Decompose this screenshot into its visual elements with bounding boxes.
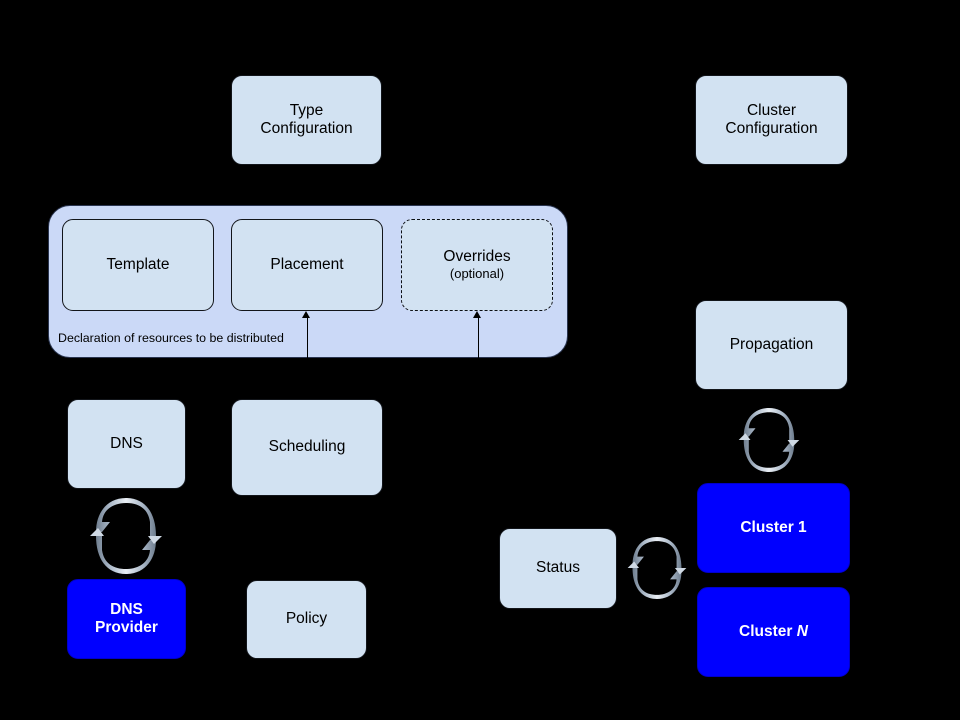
node-type-configuration-line2: Configuration <box>260 120 353 137</box>
node-cluster-n-text: Cluster N <box>739 623 808 641</box>
sync-arrows-icon-dns <box>88 492 164 580</box>
node-cluster-n-prefix: Cluster <box>739 622 797 640</box>
node-dns-label: DNS <box>110 434 143 452</box>
node-overrides-label: Overrides <box>443 248 511 266</box>
node-overrides-text: Overrides (optional) <box>443 248 510 282</box>
node-policy[interactable]: Policy <box>246 580 367 659</box>
node-policy-label: Policy <box>285 610 328 628</box>
connector-typeconfig-to-placement <box>306 167 307 218</box>
node-cluster-n-suffix: N <box>796 622 808 640</box>
node-overrides[interactable]: Overrides (optional) <box>401 219 553 311</box>
sync-arrows-icon-status <box>626 527 688 609</box>
arrowhead-placement-up-in <box>302 311 310 318</box>
node-status-label: Status <box>536 559 580 577</box>
node-type-configuration-text: Type Configuration <box>260 102 352 139</box>
node-placement-label: Placement <box>270 255 344 273</box>
sync-arrows-icon-propagation <box>737 398 801 482</box>
node-template-label: Template <box>106 255 170 273</box>
node-dns[interactable]: DNS <box>67 399 186 489</box>
node-dns-provider[interactable]: DNS Provider <box>67 579 186 659</box>
node-dns-provider-line1: DNS <box>110 600 143 618</box>
node-cluster-configuration-text: Cluster Configuration <box>725 102 817 139</box>
node-dns-provider-line2: Provider <box>95 619 158 636</box>
node-type-configuration-line1: Type <box>289 101 324 119</box>
connector-policy-to-overrides <box>478 316 479 358</box>
node-scheduling[interactable]: Scheduling <box>231 399 383 496</box>
node-cluster-1-label: Cluster 1 <box>740 518 807 536</box>
node-cluster-configuration-line2: Configuration <box>725 120 818 137</box>
node-template[interactable]: Template <box>62 219 214 311</box>
node-placement[interactable]: Placement <box>231 219 383 311</box>
node-cluster-1[interactable]: Cluster 1 <box>697 483 850 573</box>
node-scheduling-label: Scheduling <box>268 438 346 456</box>
node-status[interactable]: Status <box>499 528 617 609</box>
node-cluster-configuration[interactable]: Cluster Configuration <box>695 75 848 165</box>
node-propagation-label: Propagation <box>729 335 814 353</box>
node-propagation[interactable]: Propagation <box>695 300 848 390</box>
node-overrides-sublabel: (optional) <box>449 266 505 282</box>
arrowhead-overrides-up-in <box>473 311 481 318</box>
group-caption: Declaration of resources to be distribut… <box>58 331 284 345</box>
connector-scheduling-to-placement <box>307 316 308 358</box>
node-cluster-configuration-line1: Cluster <box>746 101 797 119</box>
node-type-configuration[interactable]: Type Configuration <box>231 75 382 165</box>
node-dns-provider-text: DNS Provider <box>95 601 158 638</box>
node-cluster-n[interactable]: Cluster N <box>697 587 850 677</box>
